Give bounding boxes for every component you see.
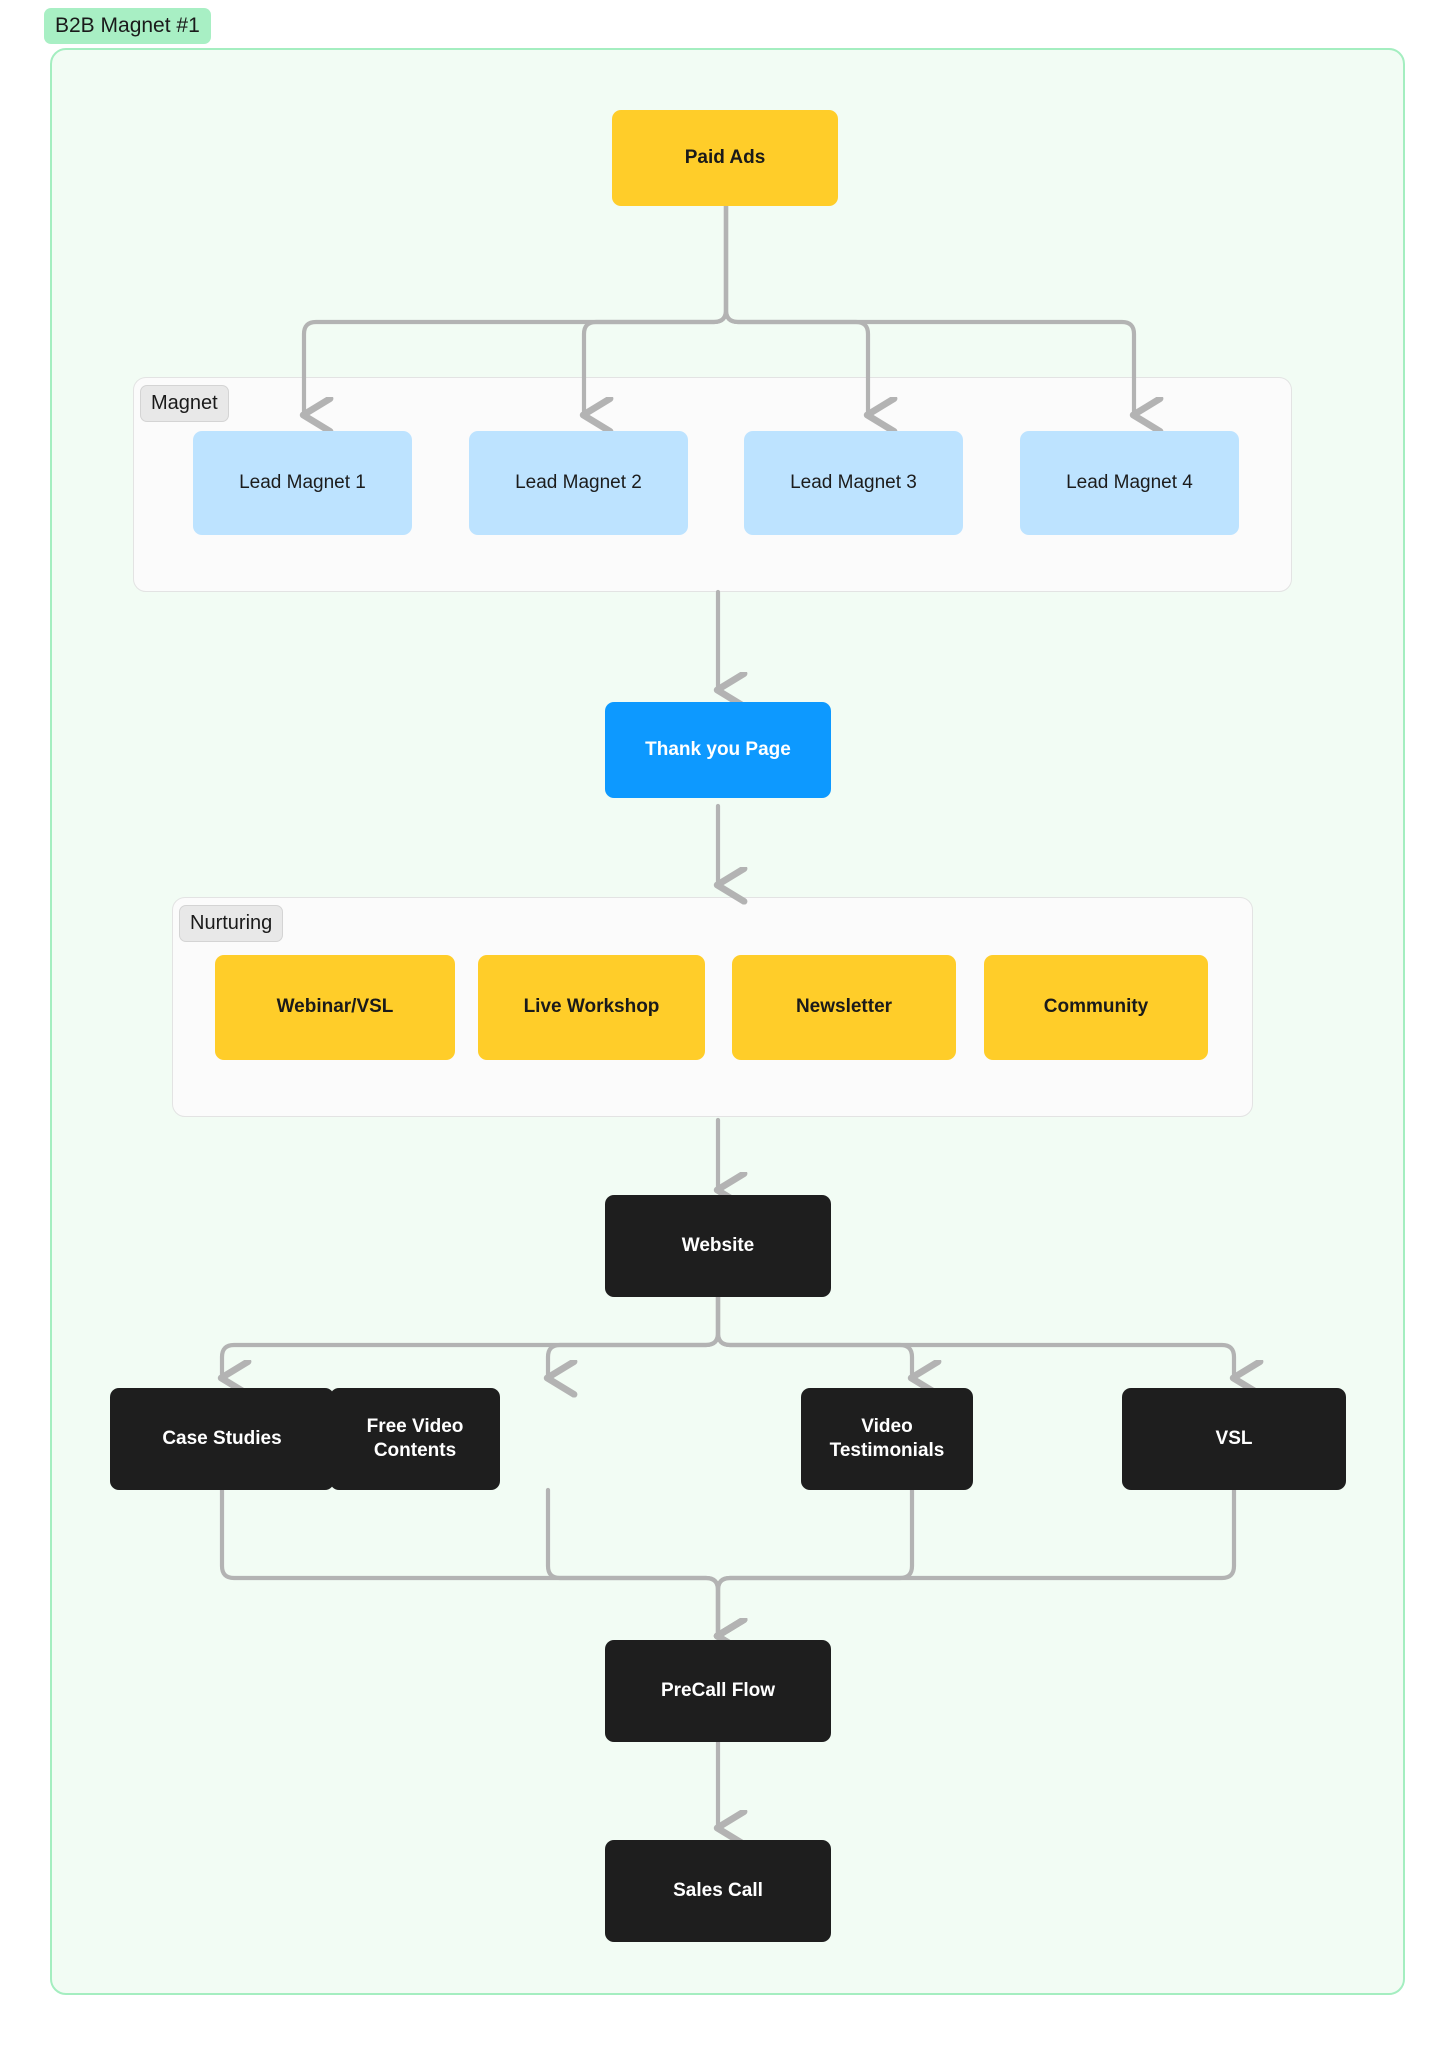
node-webinar-vsl[interactable]: Webinar/VSL <box>215 955 455 1060</box>
group-magnet-label: Magnet <box>140 385 229 422</box>
node-case-studies-label: Case Studies <box>162 1427 282 1449</box>
node-paid-ads[interactable]: Paid Ads <box>612 110 838 206</box>
node-video-testimonials[interactable]: Video Testimonials <box>801 1388 973 1490</box>
node-vsl[interactable]: VSL <box>1122 1388 1346 1490</box>
node-lead-magnet-4[interactable]: Lead Magnet 4 <box>1020 431 1239 535</box>
node-video-testimonials-line1: Video <box>861 1415 913 1437</box>
node-thank-you-page[interactable]: Thank you Page <box>605 702 831 798</box>
node-lead-magnet-1[interactable]: Lead Magnet 1 <box>193 431 412 535</box>
node-case-studies[interactable]: Case Studies <box>110 1388 334 1490</box>
node-sales-call[interactable]: Sales Call <box>605 1840 831 1942</box>
node-lead-magnet-2[interactable]: Lead Magnet 2 <box>469 431 688 535</box>
node-website[interactable]: Website <box>605 1195 831 1297</box>
group-nurturing-label: Nurturing <box>179 905 284 942</box>
node-lead-magnet-3[interactable]: Lead Magnet 3 <box>744 431 963 535</box>
diagram-title-badge: B2B Magnet #1 <box>44 8 211 44</box>
node-live-workshop[interactable]: Live Workshop <box>478 955 705 1060</box>
node-video-testimonials-line2: Testimonials <box>829 1440 945 1461</box>
node-vsl-label: VSL <box>1215 1427 1253 1449</box>
node-precall-flow[interactable]: PreCall Flow <box>605 1640 831 1742</box>
node-free-video-contents-line2: Contents <box>373 1440 457 1461</box>
node-free-video-contents-line1: Free Video <box>366 1415 464 1437</box>
node-free-video-contents[interactable]: Free Video Contents <box>330 1388 500 1490</box>
node-community[interactable]: Community <box>984 955 1208 1060</box>
node-newsletter[interactable]: Newsletter <box>732 955 956 1060</box>
